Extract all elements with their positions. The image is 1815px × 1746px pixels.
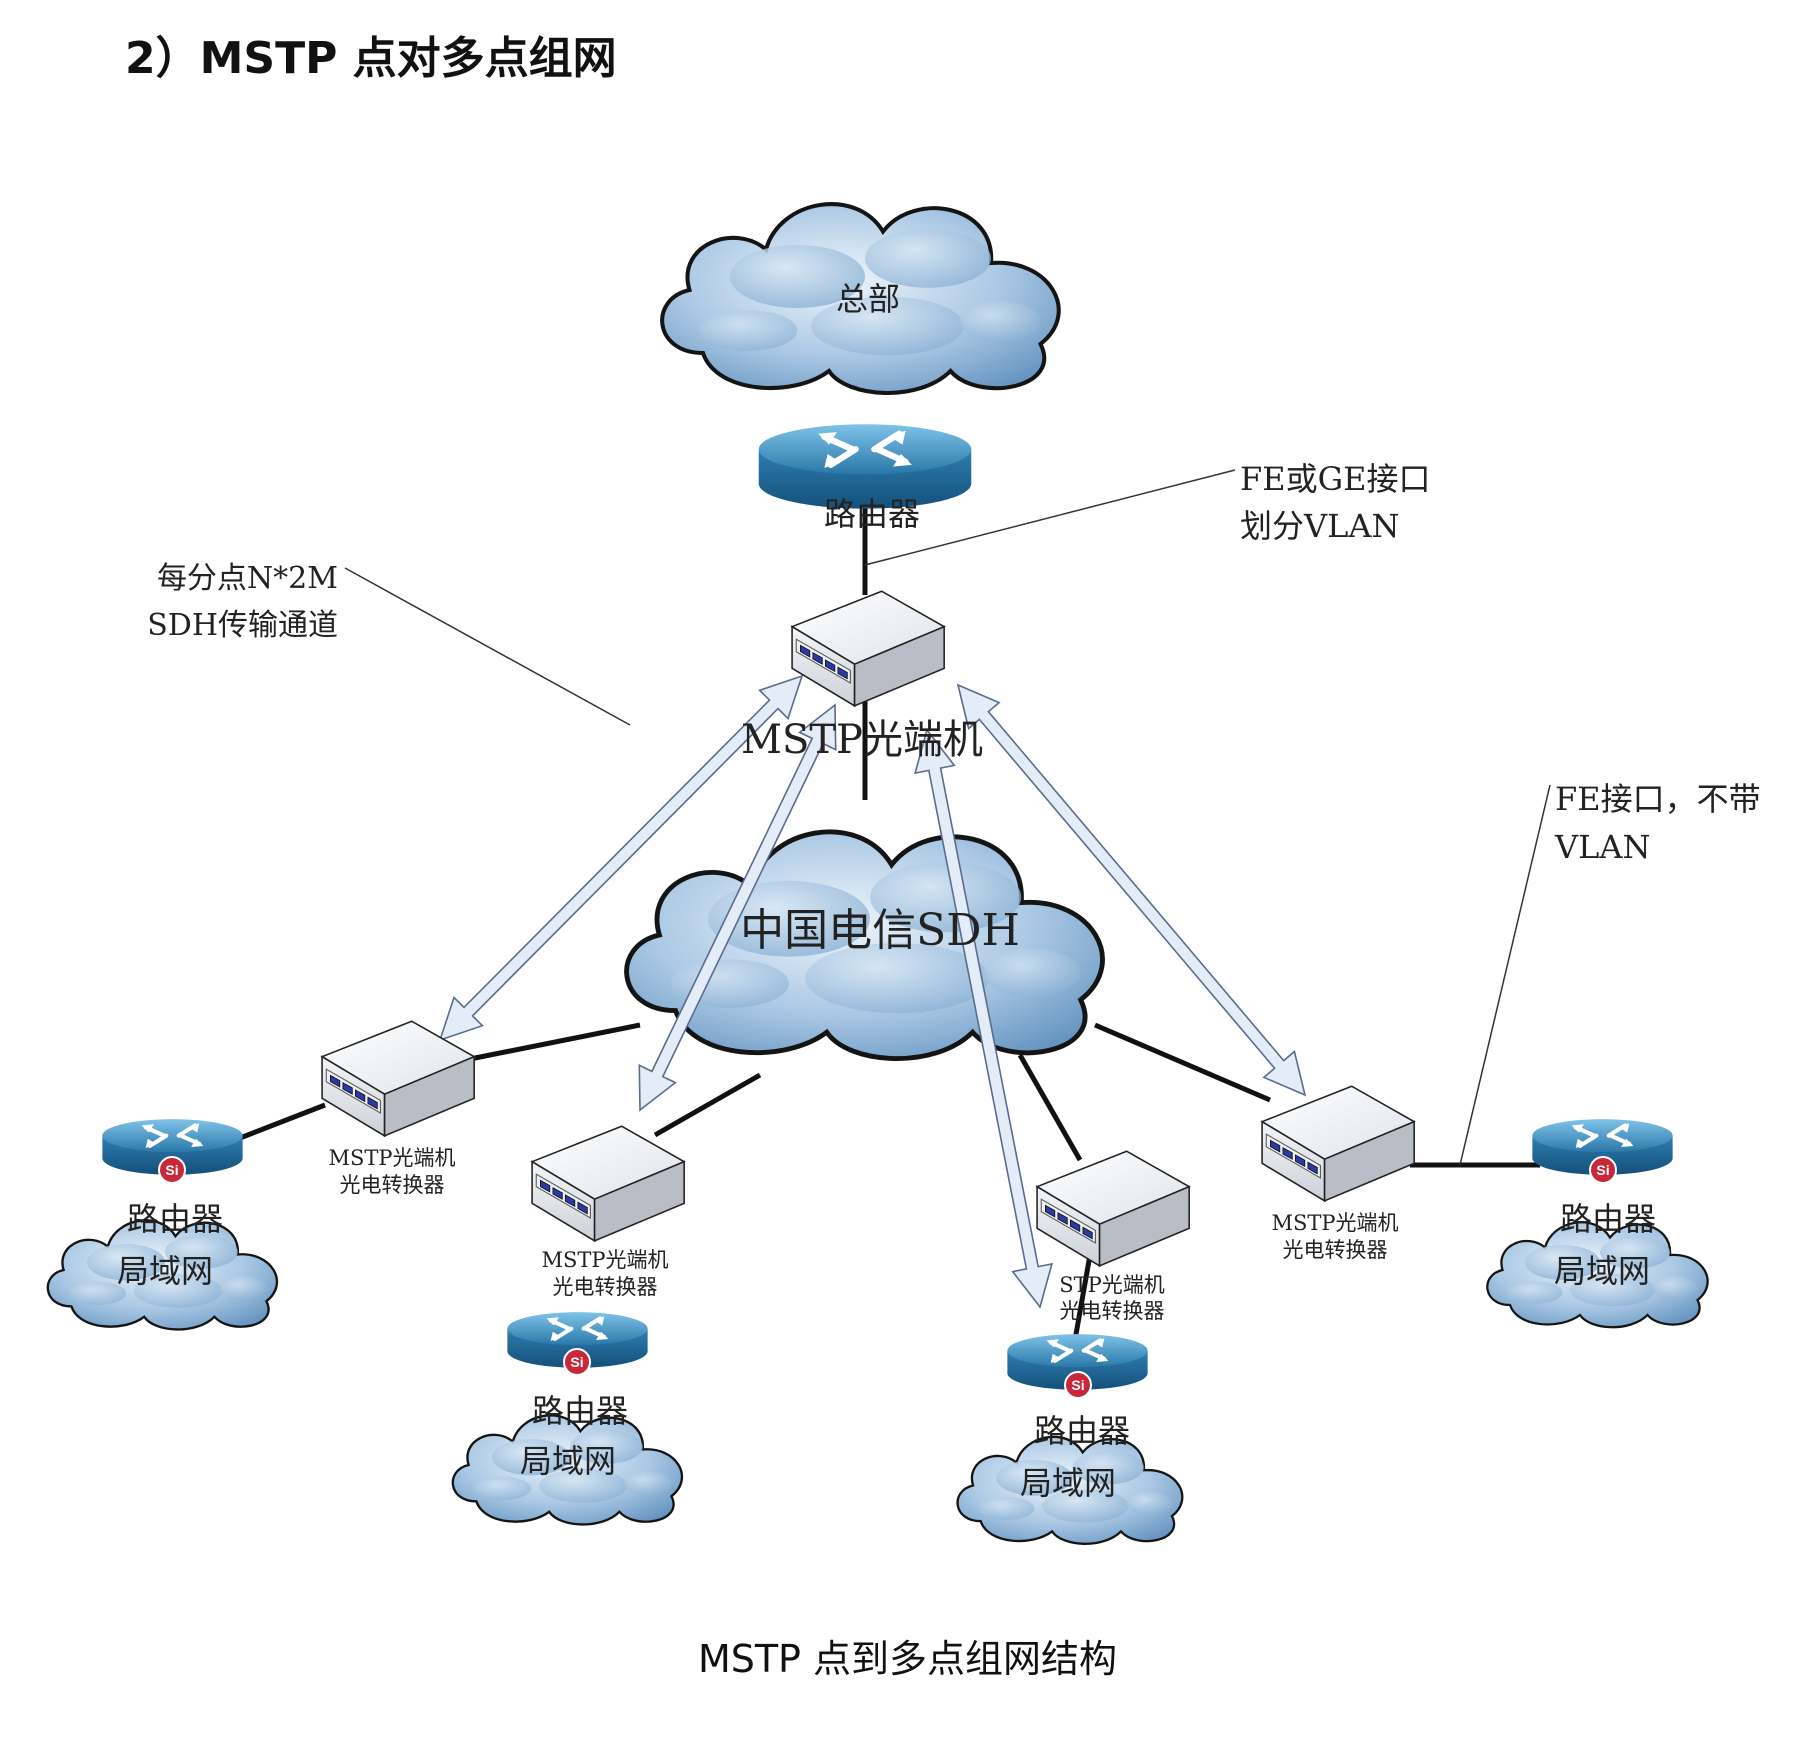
branch4-router-label: 路由器 xyxy=(1560,1200,1656,1238)
branch1-mstp-label-line1: MSTP光端机 xyxy=(328,1146,455,1170)
annotation-fe-line2: VLAN xyxy=(1554,828,1650,866)
hq-router-label: 路由器 xyxy=(824,495,920,533)
branch4-lan-label: 局域网 xyxy=(1554,1252,1650,1290)
sdh-channel-arrows xyxy=(438,674,1307,1309)
link-branch3-router xyxy=(1072,1254,1093,1341)
branch1-mstp-label-line2: 光电转换器 xyxy=(340,1173,445,1197)
branch3-mstp-label-line2: 光电转换器 xyxy=(1060,1299,1165,1323)
svg-text:Si: Si xyxy=(1596,1162,1609,1178)
hq-cloud-label: 总部 xyxy=(836,280,900,318)
channel-arrow-3 xyxy=(913,728,1054,1309)
section-heading: 2）MSTP 点对多点组网 xyxy=(125,33,617,84)
branch3-mstp-label-line1: STP光端机 xyxy=(1059,1273,1165,1297)
svg-text:Si: Si xyxy=(165,1162,178,1178)
channel-arrow-2 xyxy=(638,703,837,1112)
branch1-router: Si xyxy=(102,1119,242,1184)
branch2-router: Si xyxy=(507,1312,647,1376)
link-sdh-branch4 xyxy=(1094,1022,1271,1103)
link-sdh-branch3 xyxy=(1017,1053,1083,1162)
svg-text:Si: Si xyxy=(570,1354,583,1370)
branch2-lan-label: 局域网 xyxy=(520,1442,616,1480)
svg-text:Si: Si xyxy=(1071,1377,1084,1393)
figure-caption: MSTP 点到多点组网结构 xyxy=(697,1637,1118,1681)
channel-arrow-4 xyxy=(956,683,1307,1097)
annotation-fe-ge-line2: 划分VLAN xyxy=(1240,507,1399,545)
sdh-cloud-label: 中国电信SDH xyxy=(740,905,1020,956)
branch4-mstp-label-line1: MSTP光端机 xyxy=(1271,1211,1398,1235)
leader-fe xyxy=(1459,784,1551,1166)
branch2-mstp-device xyxy=(531,1125,685,1242)
branch2-mstp-label-line1: MSTP光端机 xyxy=(541,1248,668,1272)
si-badge xyxy=(1064,1371,1092,1399)
branch2-router-label: 路由器 xyxy=(532,1392,628,1430)
annotation-fe-ge-line1: FE或GE接口 xyxy=(1240,460,1431,498)
branch4-mstp-label-line2: 光电转换器 xyxy=(1283,1238,1388,1262)
link-sdh-branch1 xyxy=(464,1022,641,1063)
annotation-fe-line1: FE接口，不带 xyxy=(1555,780,1761,818)
hq-mstp-label: MSTP光端机 xyxy=(741,717,983,763)
branch3-lan-label: 局域网 xyxy=(1020,1464,1116,1502)
branch3-mstp-device xyxy=(1036,1150,1190,1267)
branch3-router-label: 路由器 xyxy=(1034,1412,1130,1450)
si-badge xyxy=(563,1348,591,1376)
link-sdh-branch2 xyxy=(653,1072,762,1138)
annotation-leaders xyxy=(344,469,1551,1166)
branch1-mstp-device xyxy=(321,1020,475,1137)
branch4-mstp-device xyxy=(1261,1085,1415,1202)
hq-mstp-device xyxy=(791,590,945,707)
si-badge xyxy=(1589,1156,1617,1184)
branch3-router: Si xyxy=(1007,1334,1147,1399)
annotation-channel-line1: 每分点N*2M xyxy=(157,561,338,596)
branch1-router-label: 路由器 xyxy=(127,1200,223,1238)
branch4-router: Si xyxy=(1532,1119,1672,1184)
annotation-channel-line2: SDH传输通道 xyxy=(147,608,338,643)
si-badge xyxy=(158,1156,186,1184)
leader-fe-ge xyxy=(864,469,1236,566)
branch2-mstp-label-line2: 光电转换器 xyxy=(553,1275,658,1299)
branch1-lan-label: 局域网 xyxy=(117,1252,213,1290)
connection-lines xyxy=(234,470,1540,1341)
leader-channel xyxy=(344,567,631,726)
link-branch1-router xyxy=(234,1102,326,1143)
